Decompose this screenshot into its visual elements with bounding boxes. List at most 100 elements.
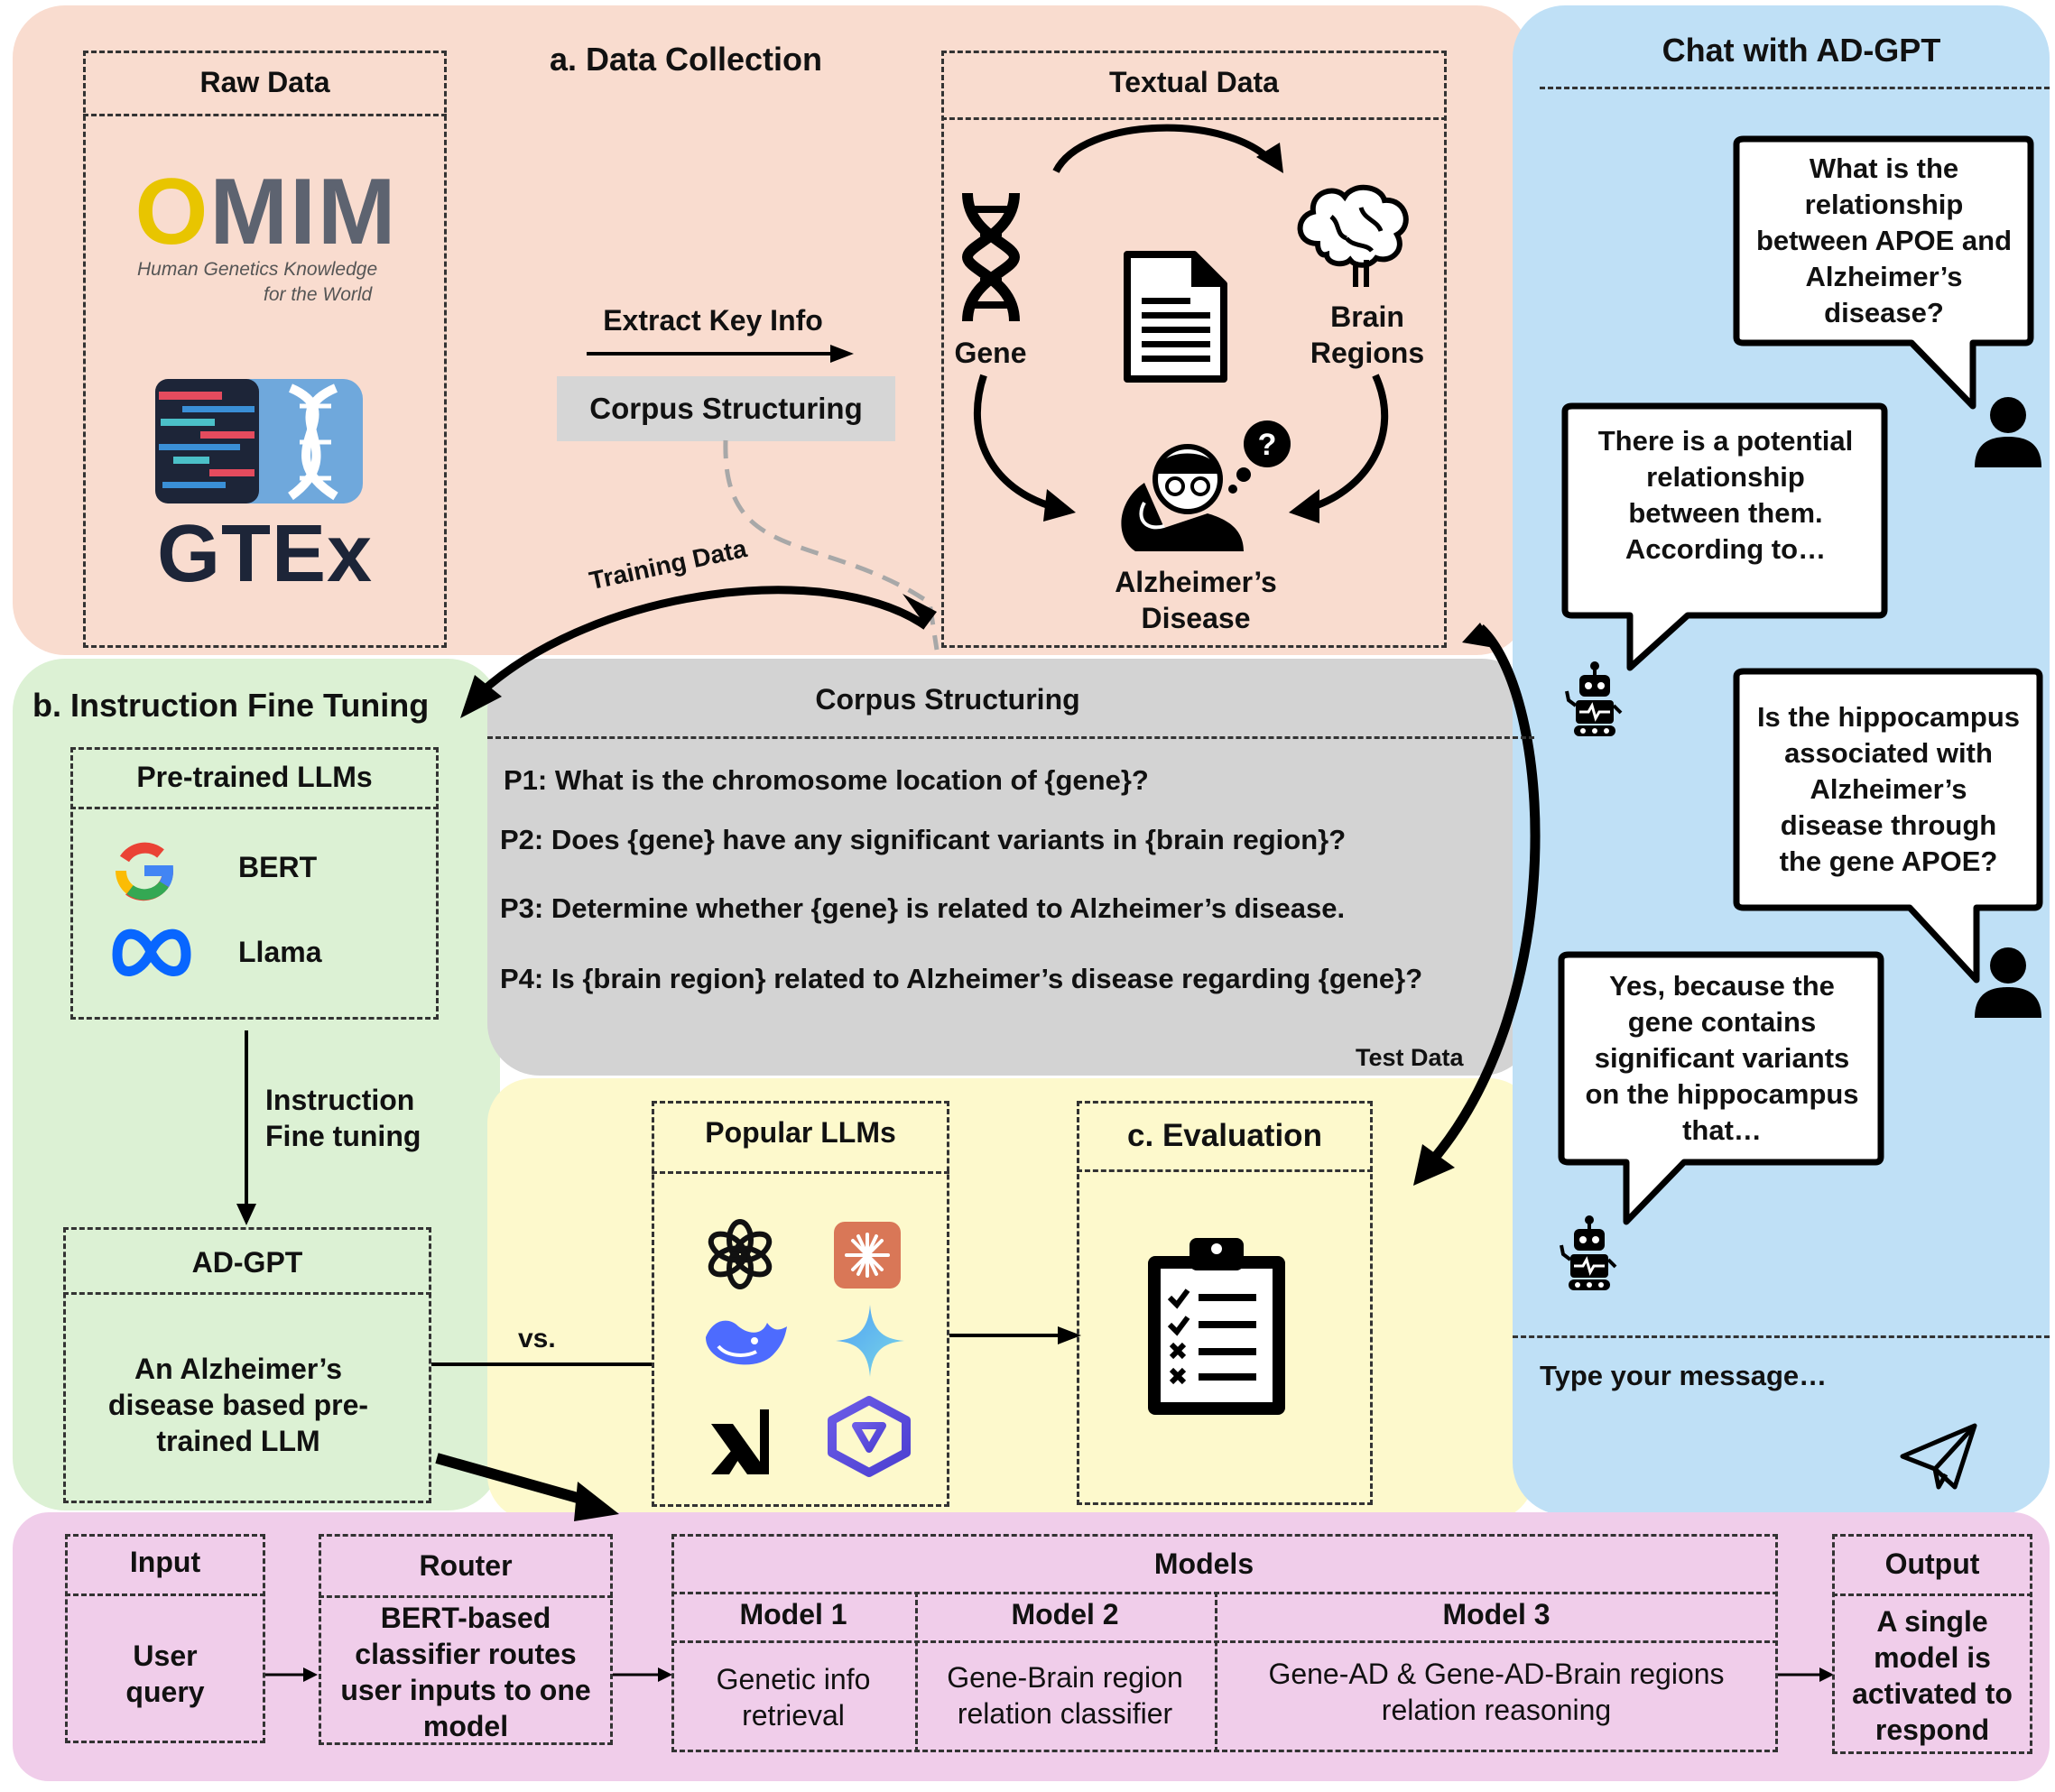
prompt-p1: P1: What is the chromosome location of {…	[504, 764, 1149, 796]
pipeline-model2-body-1: Gene-Brain region	[947, 1661, 1183, 1694]
popular-llms-box	[652, 1101, 949, 1507]
pipeline-router-box	[319, 1534, 613, 1745]
chat-bubble-bot-2	[1558, 951, 1884, 1225]
pipeline-router-divider	[319, 1595, 613, 1598]
gene-label: Gene	[954, 337, 1027, 369]
pipeline-input-title: Input	[129, 1546, 201, 1578]
chat-title: Chat with AD-GPT	[1662, 32, 1941, 69]
chat-msg-4-line-2: gene contains	[1627, 1006, 1817, 1038]
pipeline-models-box	[671, 1534, 1778, 1752]
pretrained-llms-box	[70, 747, 439, 1020]
pipeline-models-title: Models	[1153, 1547, 1254, 1580]
user-avatar-icon-2	[1975, 947, 2041, 1018]
omim-tagline-2: for the World	[264, 284, 373, 305]
chat-msg-3-line-4: disease through	[1780, 809, 1997, 841]
chat-msg-3-line-2: associated with	[1784, 737, 1993, 769]
robot-icon-2	[1560, 1215, 1617, 1290]
pretrained-llms-title: Pre-trained LLMs	[136, 761, 373, 793]
instruction-tuning-panel	[13, 659, 500, 1510]
chat-msg-2-line-2: relationship	[1646, 461, 1805, 493]
pipeline-router-body-3: user inputs to one	[340, 1674, 591, 1706]
google-g-icon	[114, 841, 174, 901]
pipeline-model3-body-2: relation reasoning	[1381, 1694, 1612, 1726]
chat-msg-2-line-4: According to…	[1625, 533, 1827, 565]
chat-msg-1-line-1: What is the	[1809, 152, 1959, 184]
textual-data-title: Textual Data	[1109, 66, 1279, 98]
pipeline-output-body-2: model is	[1874, 1641, 1991, 1674]
chat-msg-3-line-5: the gene APOE?	[1779, 845, 1998, 877]
pipeline-models-divider	[671, 1592, 1778, 1594]
pipeline-model1-body-2: retrieval	[742, 1699, 845, 1732]
pipeline-model-separator-2	[1215, 1592, 1217, 1752]
send-icon[interactable]	[1899, 1422, 1978, 1492]
raw-data-title: Raw Data	[199, 66, 330, 98]
llama-label: Llama	[238, 936, 322, 968]
pipeline-input-body-2: query	[125, 1676, 205, 1708]
pipeline-model1-body-1: Genetic info	[716, 1663, 871, 1695]
extract-arrow	[587, 345, 854, 363]
input-to-router-arrow	[265, 1667, 318, 1682]
test-data-label: Test Data	[1356, 1044, 1464, 1071]
corpus-structuring-panel	[487, 659, 1534, 1076]
chat-msg-4-line-4: on the hippocampus	[1585, 1078, 1859, 1110]
corpus-to-textual-dashed-link	[723, 439, 940, 651]
adgpt-box	[63, 1227, 431, 1503]
dna-icon	[961, 192, 1021, 322]
gtex-logo-text: GTEx	[157, 509, 374, 599]
pipeline-output-title: Output	[1884, 1547, 1980, 1580]
pipeline-router-body-2: classifier routes	[355, 1638, 577, 1670]
test-data-arrow	[1413, 623, 1541, 1186]
chat-message-input[interactable]: Type your message…	[1540, 1360, 1828, 1391]
question-bubble-icon: ?	[1228, 420, 1291, 494]
pipeline-panel	[13, 1512, 2050, 1781]
gtex-logo-graphic	[155, 379, 363, 503]
chat-msg-2-line-1: There is a potential	[1597, 425, 1854, 457]
raw-data-divider	[83, 114, 447, 116]
brain-icon	[1297, 184, 1409, 287]
chat-bubble-bot-1	[1561, 402, 1888, 671]
omim-logo: OMIM	[134, 160, 398, 264]
pipeline-input-box	[65, 1534, 265, 1743]
adgpt-desc-1: An Alzheimer’s	[134, 1353, 342, 1385]
brain-to-ad-arrow	[1289, 374, 1389, 523]
pipeline-output-box	[1832, 1534, 2032, 1754]
pipeline-output-body-3: activated to	[1852, 1677, 2013, 1710]
pipeline-model3-title: Model 3	[1442, 1598, 1551, 1630]
chat-msg-4-line-5: that…	[1682, 1114, 1762, 1146]
vs-connector-line	[431, 1362, 652, 1366]
brain-regions-label-1: Brain	[1330, 300, 1404, 333]
pipeline-model-separator-1	[915, 1592, 918, 1752]
brain-regions-label-2: Regions	[1310, 337, 1425, 369]
models-to-output-arrow	[1778, 1667, 1834, 1682]
chat-msg-1-line-4: Alzheimer’s	[1805, 261, 1963, 292]
raw-data-box	[83, 51, 447, 648]
gene-to-ad-arrow	[973, 374, 1076, 522]
pipeline-model2-title: Model 2	[1011, 1598, 1119, 1630]
chat-msg-4-line-1: Yes, because the	[1609, 970, 1835, 1002]
deepseek-icon	[706, 1320, 787, 1365]
instruction-tuning-arrow-label-2: Fine tuning	[265, 1120, 421, 1152]
claude-icon	[834, 1222, 901, 1289]
omim-logo-rest: MIM	[209, 160, 398, 264]
popular-llms-title: Popular LLMs	[705, 1116, 896, 1149]
chat-bubble-user-2	[1733, 668, 2043, 984]
svg-text:?: ?	[1258, 428, 1277, 462]
xai-icon	[711, 1409, 769, 1474]
pipeline-input-divider	[65, 1593, 265, 1596]
corpus-structuring-box: Corpus Structuring	[557, 376, 895, 441]
adgpt-desc-3: trained LLM	[156, 1425, 320, 1457]
bert-label: BERT	[238, 851, 318, 883]
vs-label: vs.	[518, 1324, 556, 1353]
pipeline-input-body-1: User	[133, 1640, 198, 1672]
pipeline-output-divider	[1832, 1593, 2032, 1596]
adgpt-divider	[63, 1292, 431, 1295]
pipeline-models-subdivider	[671, 1640, 1778, 1643]
chat-msg-1-line-2: relationship	[1804, 189, 1964, 220]
chat-msg-3-line-3: Alzheimer’s	[1810, 773, 1967, 805]
chat-msg-4-line-3: significant variants	[1594, 1042, 1850, 1074]
prompt-p2: P2: Does {gene} have any significant var…	[500, 824, 1347, 855]
meta-infinity-icon	[112, 928, 191, 976]
pipeline-output-body-1: A single	[1876, 1605, 1988, 1638]
evaluation-box	[1077, 1101, 1373, 1505]
